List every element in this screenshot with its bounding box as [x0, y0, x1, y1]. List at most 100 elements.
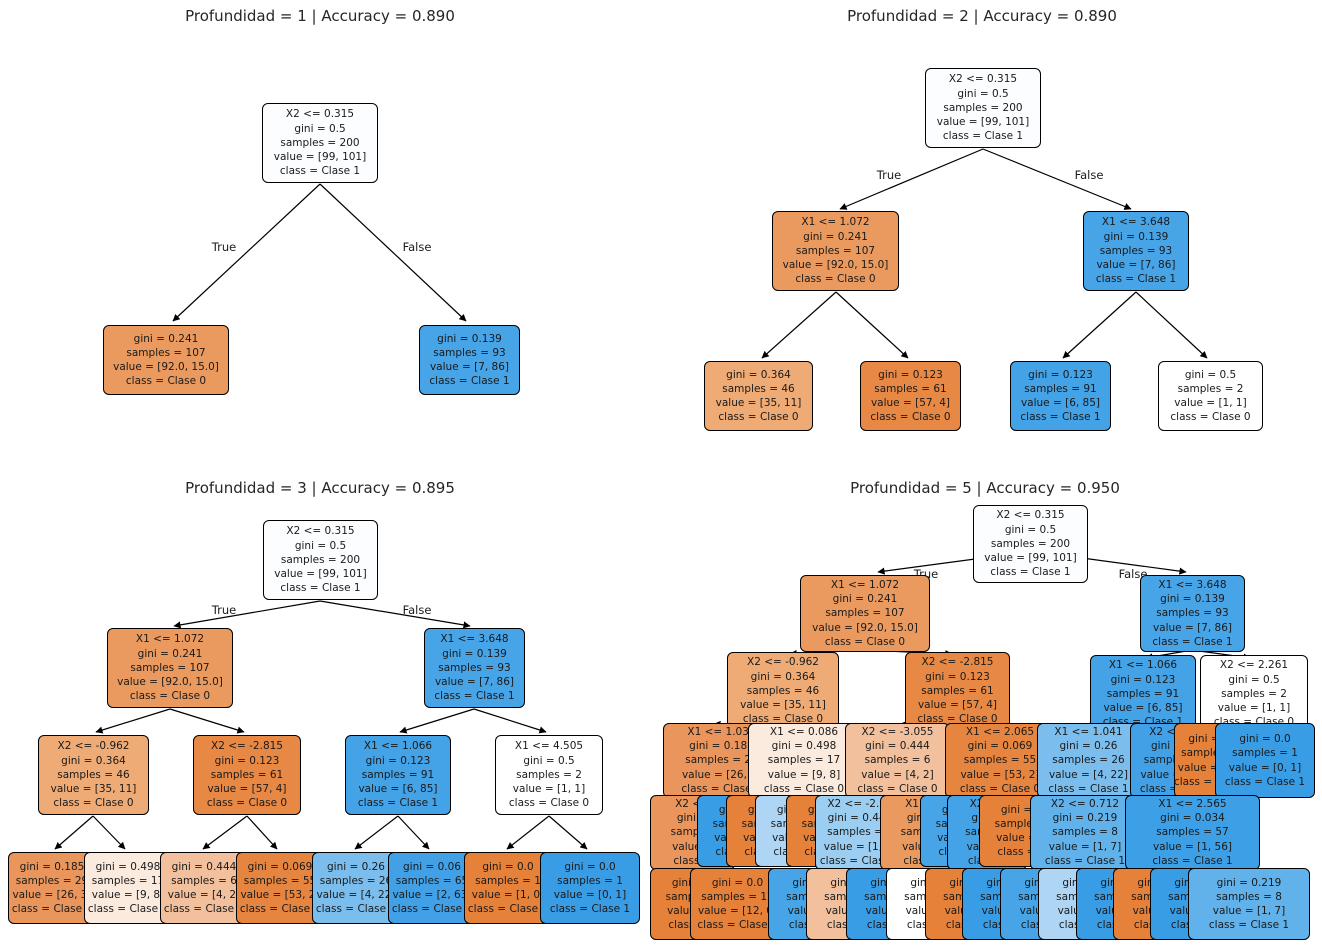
node-line: class = Clase 0	[763, 782, 845, 795]
node-line: X2 <= 0.315	[948, 73, 1018, 86]
node-line: class = Clase 0	[163, 903, 245, 916]
node-line: samples = 3	[827, 826, 893, 839]
node-line: class = Clase 1	[357, 797, 439, 810]
node-line: samples	[994, 817, 1039, 830]
node-line: X1 <= 3.648	[440, 633, 509, 646]
node-line: class = Clase 0	[1170, 411, 1251, 424]
node-line: gini = 0.5	[1004, 523, 1057, 536]
node-line: gini = 0.444	[865, 740, 930, 753]
node-line: gini = 0.069	[967, 740, 1033, 753]
node-line: class = Clase 1	[1208, 919, 1290, 932]
node-line: gini = 0.5	[294, 122, 346, 135]
node-line: samples = 61	[921, 684, 994, 697]
node-line: X1 <= 0.086	[769, 725, 839, 738]
branch-label-false: False	[402, 603, 432, 617]
node-line: value = [1, 7]	[1212, 905, 1286, 917]
node-line: gini = 0.123	[1028, 368, 1093, 381]
node-line: samples = 200	[280, 553, 361, 566]
node-line: value = [12, 0]	[697, 905, 778, 917]
node-line: gini = 0.5	[1184, 368, 1237, 381]
node-line: samples = 1	[475, 874, 541, 887]
node-line: X1 <= 1.072	[830, 578, 900, 591]
node-line: samples = 17	[91, 874, 165, 887]
node-line: class = Clase 0	[857, 782, 938, 795]
node-line: X1 <= 4.505	[514, 740, 584, 753]
node-line: class = Clase 0	[125, 375, 207, 388]
node-line: gini = 0.364	[750, 670, 816, 683]
node-line: class = Clase 0	[959, 782, 1041, 795]
node-line: value = [57, 4]	[870, 397, 951, 409]
node-line: class = Clase 1	[1152, 854, 1233, 867]
node-line: class = Clase 1	[1224, 775, 1306, 788]
node-line: class = Clase 0	[129, 690, 211, 703]
node-line: samples = 1	[557, 874, 623, 887]
node-line: value = [1, 2]	[823, 840, 897, 853]
node-line: samples = 29	[685, 754, 758, 767]
node-line: value = [7, 86]	[1096, 259, 1176, 272]
node-line: value = [7, 86]	[434, 676, 515, 689]
node-line: class = Clase 0	[508, 797, 590, 810]
branch-label-false: False	[1074, 168, 1104, 182]
node-line: value = [7, 86]	[1152, 621, 1233, 634]
node-line: value = [53, 2]	[960, 768, 1040, 781]
node-line: gini = 0.123	[1110, 673, 1176, 686]
node-line: samples = 26	[1052, 754, 1125, 767]
node-line: X1 <= 3.648	[1158, 578, 1227, 591]
node-line: samples = 107	[130, 661, 210, 674]
node-line: X1 <= 3.648	[1101, 216, 1171, 229]
node-line: value = [4, 22]	[316, 889, 396, 901]
node-line: samples = 91	[361, 768, 435, 781]
node-line: X1 <= 1.072	[135, 633, 205, 646]
node-line: class = Clase 0	[742, 713, 824, 726]
node-line: gini = 0.0	[564, 860, 616, 873]
node-line: samples = 46	[746, 684, 820, 697]
node-line: value = [35, 11]	[715, 397, 802, 409]
node-line: value = [99, 101]	[984, 552, 1077, 565]
node-line: class = Clase 1	[315, 903, 397, 916]
node-line: samples = 107	[126, 346, 206, 359]
node-line: class = Clase 0	[11, 903, 93, 916]
node-line: X1 <= 1.037	[687, 725, 756, 738]
node-line: X2 <= -2.815	[211, 740, 283, 753]
node-line: class = Clase 0	[467, 903, 549, 916]
node-line: class = Clase 1	[429, 375, 510, 388]
node-line: X2 <= 2.261	[1219, 659, 1289, 672]
node-line: gini = 0.5	[523, 754, 575, 767]
node-line: class = Clase 1	[1044, 854, 1126, 867]
node-line: value = [4, 2]	[167, 889, 241, 901]
node-line: samples = 107	[795, 244, 876, 257]
node-line: samples = 6	[171, 874, 237, 887]
node-line: value = [35, 11]	[740, 699, 826, 712]
node-line: class = Clase 1	[549, 903, 631, 916]
node-line: gini = 0.498	[771, 740, 837, 753]
node-line: class =	[997, 846, 1036, 859]
node-line: X1 <= 1.041	[1054, 725, 1123, 738]
node-line: class = Clase 1	[990, 566, 1071, 579]
node-line: gini = 0.0	[711, 876, 764, 889]
node-line: gini = 0.498	[95, 860, 161, 873]
node-line: samples = 107	[825, 607, 905, 620]
node-line: samples = 2	[1221, 687, 1287, 700]
node-line: samples = 17	[767, 754, 841, 767]
node-line: samples = 200	[943, 101, 1023, 114]
node-line: samples = 91	[1024, 382, 1097, 395]
node-line: class = Clase 0	[681, 782, 762, 795]
node-line: value =	[996, 832, 1037, 844]
node-line: samples = 61	[210, 768, 284, 781]
node-line: value = [99, 101]	[273, 151, 367, 164]
